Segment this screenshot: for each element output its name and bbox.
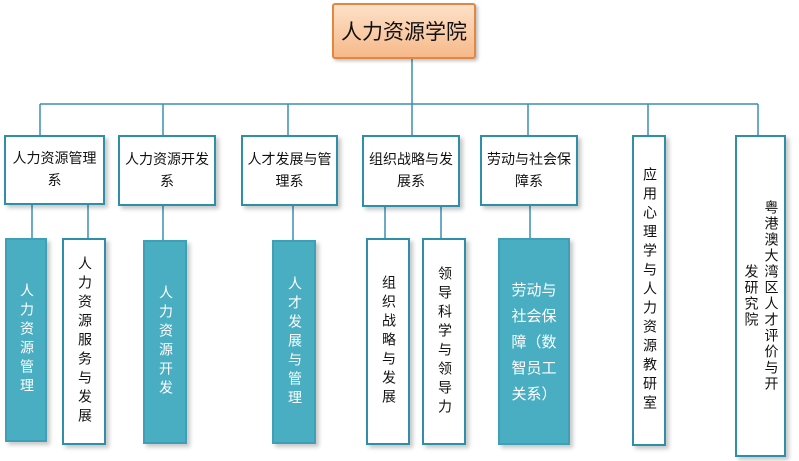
dept-labor-social-security: 劳动与社会保障系 [480,135,578,206]
sub-label: 人才发展与管理 [286,275,302,409]
dept-label: 组织战略与发展系 [369,152,453,190]
dept-label: 应用心理学与人力资源教研室 [641,167,657,414]
root-node: 人力资源学院 [332,3,476,59]
sub-hr-services: 人力资源服务与发展 [62,238,106,445]
dept-organization-strategy: 组织战略与发展系 [362,135,460,207]
sub-labor-social-security: 劳动与社会保障（数智员工关系） [498,238,570,445]
sub-label: 人力资源服务与发展 [76,256,92,427]
sub-label: 组织战略与发展 [380,275,396,408]
root-label: 人力资源学院 [341,20,467,44]
sub-leadership-science: 领导科学与领导力 [422,238,466,445]
sub-label: 领导科学与领导力 [436,265,452,418]
dept-label: 人才发展与管理系 [247,151,332,190]
dept-gba-talent-institute: 粤港澳大湾区人才评价与开发研究院 [735,135,786,457]
dept-label: 粤港澳大湾区人才评价与开发研究院 [742,200,779,392]
dept-label: 人力资源开发系 [125,151,209,190]
dept-talent-development: 人才发展与管理系 [241,135,338,206]
dept-hr-development: 人力资源开发系 [118,135,216,206]
dept-applied-psychology: 应用心理学与人力资源教研室 [632,135,666,446]
sub-label: 人力资源开发 [157,285,173,399]
dept-label: 人力资源管理系 [12,151,97,189]
sub-talent-development: 人才发展与管理 [272,240,316,444]
sub-organization-strategy: 组织战略与发展 [366,238,410,445]
sub-hr-development: 人力资源开发 [143,240,187,444]
dept-hr-management: 人力资源管理系 [4,135,105,205]
sub-label: 人力资源管理 [18,283,34,397]
sub-label: 劳动与社会保障（数智员工关系） [511,280,557,403]
sub-hr-management: 人力资源管理 [5,238,47,442]
dept-label: 劳动与社会保障系 [487,151,571,190]
